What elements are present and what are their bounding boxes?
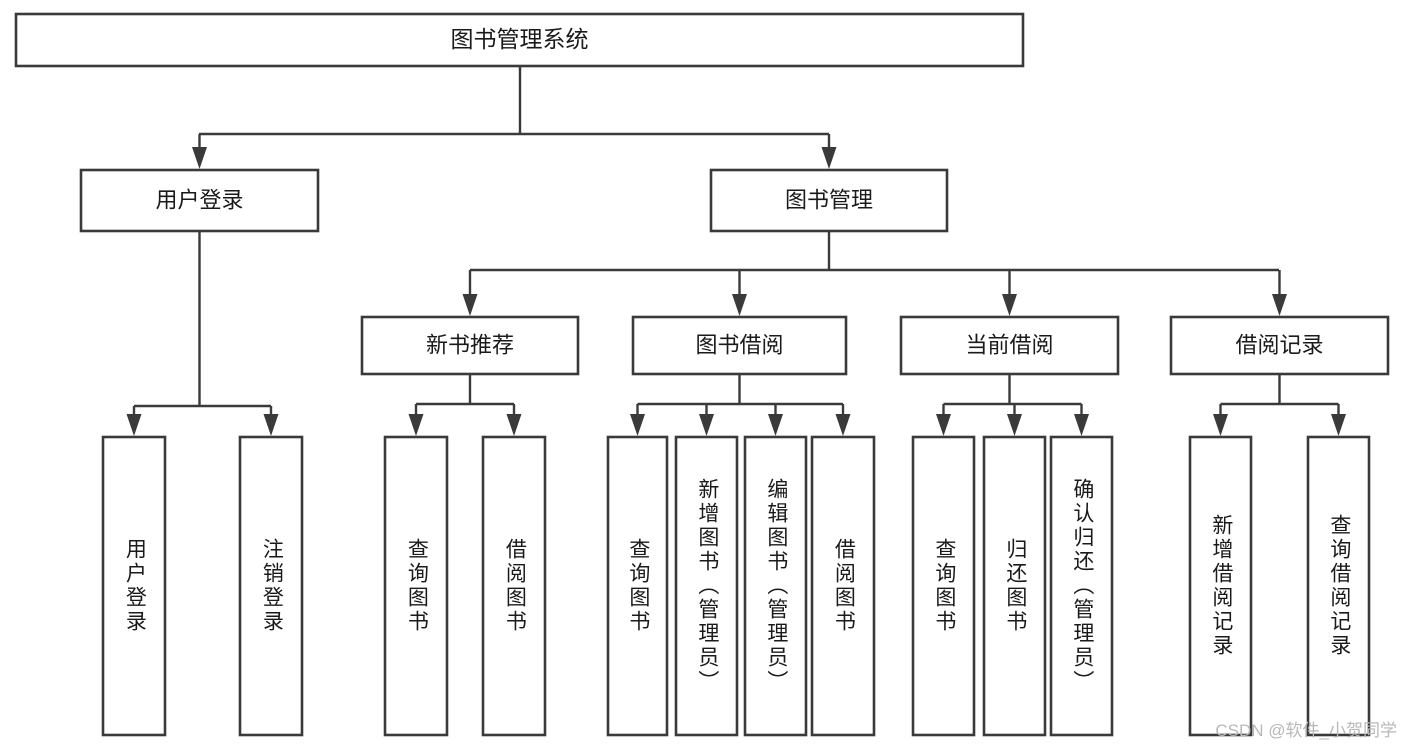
node-book-borrow-label: 图书借阅 [695,332,783,357]
node-leaf-confirm-return[interactable] [1049,435,1114,737]
arrow-head-icon-leaf-edit-book [768,414,783,436]
arrow-head-icon-leaf-add-record [1213,414,1228,436]
arrow-head-icon-leaf-query-book-cur [936,414,951,436]
node-leaf-query-book-cur[interactable] [911,435,976,737]
node-leaf-user-login[interactable] [101,435,167,737]
arrow-head-icon-book-borrow [732,294,747,316]
node-user-login[interactable] [79,168,320,233]
node-leaf-logout[interactable] [238,435,304,737]
node-book-manage-label: 图书管理 [785,187,873,212]
node-leaf-add-book[interactable] [674,435,739,737]
node-current-borrow[interactable] [899,315,1120,376]
arrow-head-icon-leaf-borrow-book-rec [506,414,522,436]
node-borrow-record[interactable] [1169,315,1390,376]
arrow-head-icon-book-manage [821,147,837,169]
node-leaf-query-book-borrow[interactable] [606,435,669,737]
arrow-head-icon-leaf-add-book [699,414,714,436]
edge-layer [126,66,1346,436]
node-new-book-rec[interactable] [360,315,580,376]
node-borrow-record-label: 借阅记录 [1235,332,1323,357]
node-leaf-query-record[interactable] [1306,435,1371,737]
arrow-head-icon-leaf-query-book-borrow [630,414,645,436]
arrow-head-icon-leaf-confirm-return [1074,414,1089,436]
arrow-head-icon-leaf-user-login [126,414,142,436]
node-leaf-borrow-book[interactable] [810,435,876,737]
node-leaf-return-book[interactable] [982,435,1047,737]
node-leaf-query-book-rec[interactable] [383,435,449,737]
arrow-head-icon-leaf-borrow-book [835,414,851,436]
arrow-head-icon-new-book-rec [462,294,478,316]
arrow-head-icon-leaf-query-book-rec [408,414,424,436]
node-leaf-borrow-book-rec[interactable] [481,435,547,737]
arrow-head-icon-user-login [192,147,207,169]
node-current-borrow-label: 当前借阅 [965,332,1053,357]
node-book-manage[interactable] [709,168,949,233]
node-layer [14,12,1390,737]
arrow-head-icon-current-borrow [1002,294,1017,316]
node-user-login-label: 用户登录 [155,187,243,212]
node-book-borrow[interactable] [631,315,848,376]
node-leaf-add-record[interactable] [1188,435,1253,737]
watermark: CSDN @软件_小贺同学 [1215,721,1397,740]
arrow-head-icon-borrow-record [1272,294,1287,316]
node-leaf-edit-book[interactable] [743,435,808,737]
node-root-label: 图书管理系统 [451,26,589,52]
arrow-head-icon-leaf-logout [263,414,279,436]
node-new-book-rec-label: 新书推荐 [426,332,514,357]
arrow-head-icon-leaf-query-record [1331,414,1346,436]
node-root[interactable] [14,12,1025,68]
arrow-head-icon-leaf-return-book [1007,414,1022,436]
